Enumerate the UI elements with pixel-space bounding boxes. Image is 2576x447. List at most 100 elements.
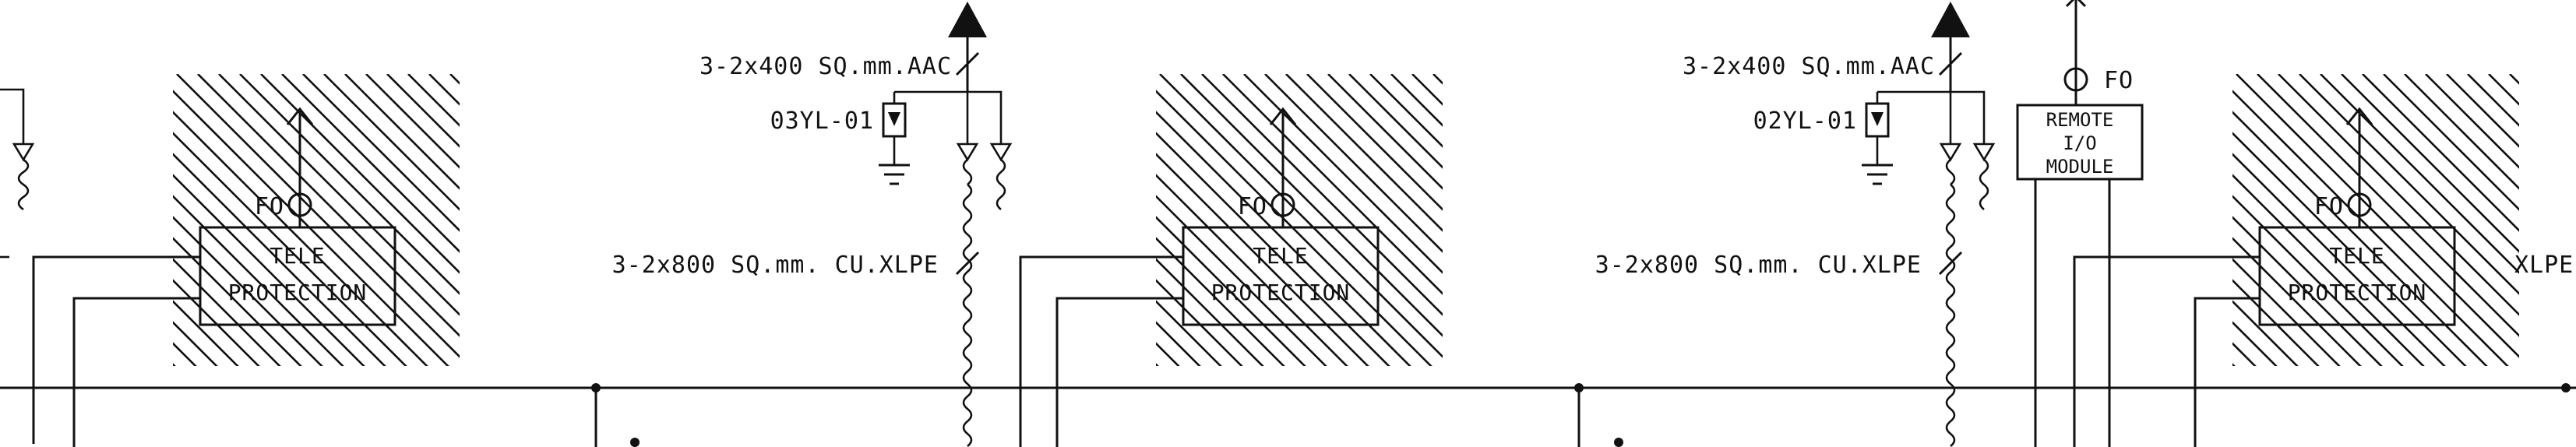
hatch-line [2446, 74, 2519, 148]
underground-cable-label: 3-2x800 SQ.mm. CU.XLPE [1595, 252, 1922, 279]
hatch-line [1156, 90, 1432, 366]
hatch-line [173, 279, 260, 366]
line-terminal-arrow [1931, 2, 1970, 37]
hatch-line [2232, 300, 2299, 366]
hatch-line [1156, 321, 1201, 366]
cable-slash [1938, 251, 1963, 276]
hatch-line [2232, 321, 2278, 366]
hatch-line [1156, 258, 1264, 366]
hatch-line [2341, 74, 2519, 253]
hatch-line [1156, 153, 1369, 366]
underground-cable [1945, 183, 1956, 447]
remote-io-module: REMOTE I/O MODULE FO [2016, 0, 2144, 447]
teleprotection-block: TELE PROTECTION FO [2073, 107, 2456, 447]
hatch-line [1156, 279, 1243, 366]
hatch-line [173, 300, 239, 366]
hatch-line [1432, 74, 1443, 85]
teleprotection-title: TELE [1253, 243, 1308, 269]
hatch-line [2509, 74, 2519, 85]
arrester-tag-label: 02YL-01 [1753, 107, 1857, 135]
hatch-line [173, 153, 386, 366]
hatch-line [471, 74, 783, 385]
hatch-line [2232, 342, 2257, 366]
overhead-line-terminal: 3-2x400 SQ.mm.AAC 02YL-01 3-2x800 SQ.mm.… [1595, 2, 1996, 447]
hatch-line [2232, 237, 2362, 366]
teleprotection-block: TELE PROTECTION FO [1019, 107, 1380, 447]
hatch-line [1180, 74, 1443, 337]
hatch-line [1454, 74, 1766, 385]
hatch-area [0, 74, 783, 385]
cable-sealing-end [956, 143, 979, 162]
overhead-cable-label: 3-2x400 SQ.mm.AAC [700, 53, 952, 80]
hatch-line [449, 74, 460, 85]
hatch-line [197, 74, 460, 337]
cable-sealing-end [1939, 143, 1962, 162]
hatch-line [1156, 195, 1327, 366]
hatch-line [2232, 111, 2488, 366]
hatch-line [2404, 74, 2519, 190]
cable-slash [955, 251, 980, 276]
busbar-junction-dot [2561, 383, 2571, 392]
line-terminal-arrow [948, 2, 987, 37]
hatch-line [1156, 342, 1180, 366]
hatch-line [2362, 74, 2519, 232]
hatch-line [2278, 74, 2519, 316]
hatch-line [2257, 74, 2519, 337]
hatch-line [173, 132, 407, 366]
underground-cable-label: 3-2x800 SQ.mm. CU.XLPE [612, 252, 939, 279]
cable-sealing-end [1972, 143, 1996, 162]
hatch-line [2232, 132, 2467, 366]
hatch-line [2320, 74, 2519, 274]
hatch-line [2232, 216, 2383, 366]
hatch-area [2232, 74, 2576, 385]
hatch-line [1156, 174, 1348, 366]
teleprotection-title: TELE [270, 243, 325, 269]
hatch-line [173, 111, 428, 366]
hatch-line [1201, 74, 1443, 316]
cable-sealing-end [989, 143, 1013, 162]
hatch-line [173, 195, 344, 366]
hatch-line [1306, 74, 1443, 211]
cable-slash [955, 51, 980, 76]
hatch-line [173, 174, 365, 366]
hatch-line [428, 74, 460, 106]
hatch-line [2425, 74, 2519, 169]
underground-cable [962, 183, 973, 447]
overhead-line-terminal: 3-2x400 SQ.mm.AAC 03YL-01 3-2x800 SQ.mm.… [612, 2, 1013, 447]
fibre-optic-symbol [2347, 192, 2372, 217]
fibre-optic-label: FO [255, 193, 284, 220]
busbar-junction-dot [1614, 438, 1623, 447]
hatch-line [2467, 74, 2519, 127]
teleprotection-subtitle: PROTECTION [2288, 280, 2427, 305]
hatch-line [173, 90, 449, 366]
teleprotection-subtitle: PROTECTION [228, 280, 368, 305]
hatch-line [2232, 174, 2425, 366]
fibre-optic-symbol [2063, 67, 2088, 92]
arrester-tag-label: 03YL-01 [770, 107, 874, 135]
hatch-line [1369, 74, 1443, 148]
hatch-line [2232, 195, 2404, 366]
hatch-line [281, 74, 460, 253]
hatch-line [386, 74, 460, 148]
hatch-line [0, 74, 173, 385]
hatch-line [173, 237, 302, 366]
hatch-line [1156, 237, 1285, 366]
hatch-line [2531, 74, 2576, 385]
hatch-line [302, 74, 460, 232]
underground-cable-label: XLPE [2514, 252, 2574, 279]
busbar-junction-dot [630, 438, 640, 447]
hatch-line [173, 216, 323, 366]
hatch-line [1264, 74, 1443, 253]
remote-io-line1: REMOTE [2046, 109, 2114, 131]
hatch-line [173, 258, 281, 366]
hatch-line [344, 74, 460, 190]
hatch-line [1159, 74, 1443, 358]
teleprotection-block: TELE PROTECTION FO [32, 107, 396, 447]
fibre-optic-label: FO [2104, 67, 2134, 94]
cable-slash [1938, 51, 1963, 76]
hatch-line [173, 321, 218, 366]
hatch-line [407, 74, 460, 127]
hatch-line [2383, 74, 2519, 211]
hatch-line [176, 74, 460, 358]
